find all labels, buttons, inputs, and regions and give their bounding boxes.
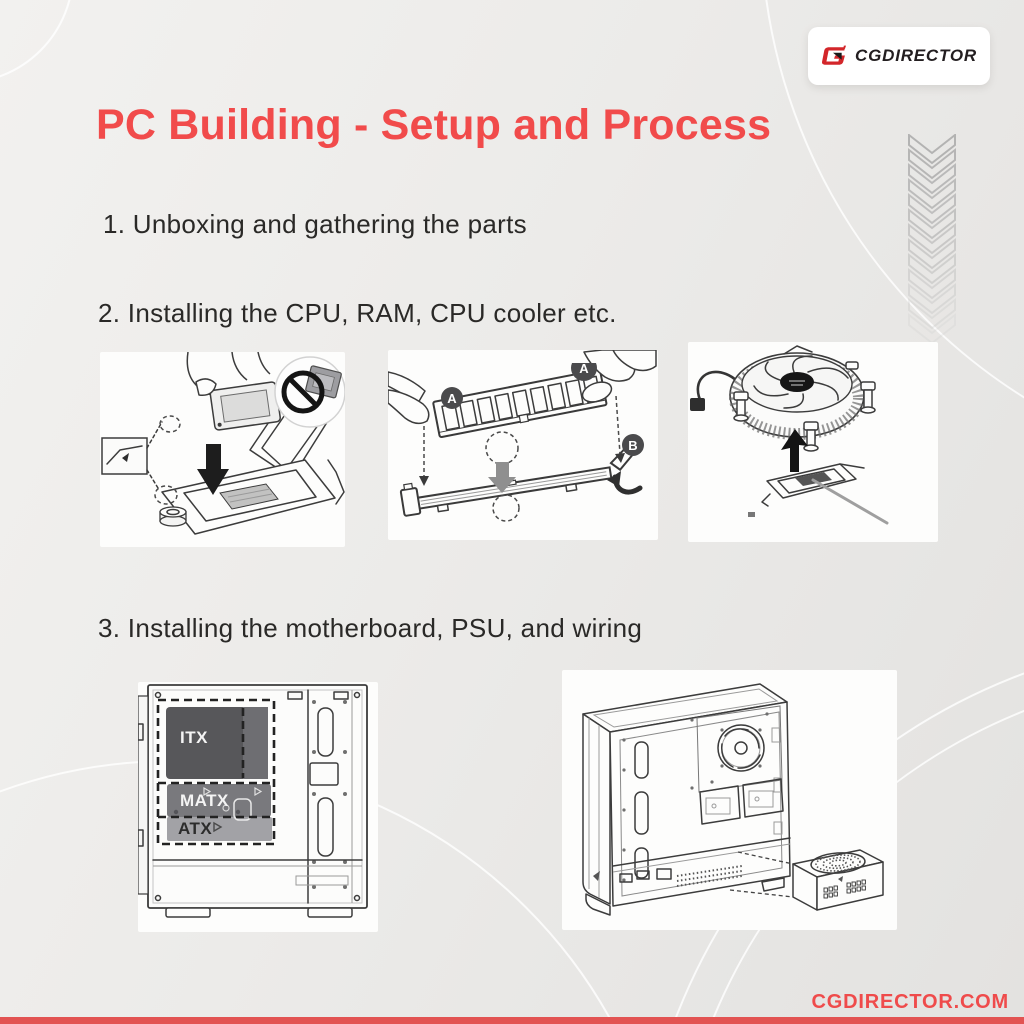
- page-title: PC Building - Setup and Process: [96, 101, 772, 149]
- footer-accent-bar: [0, 1017, 1024, 1024]
- step-item-2: 2. Installing the CPU, RAM, CPU cooler e…: [98, 298, 617, 328]
- brand-logo: CGDIRECTOR: [808, 27, 990, 85]
- step-item-1: 1. Unboxing and gathering the parts: [103, 209, 527, 239]
- cpu-cooler-installation-diagram: [688, 342, 938, 542]
- step-item-3: 3. Installing the motherboard, PSU, and …: [98, 613, 643, 643]
- ram-step-a-badge: A: [441, 387, 463, 409]
- background-circle: [0, 0, 74, 84]
- cgdirector-g-icon: [821, 45, 847, 65]
- mobo-size-label-matx: MATX: [180, 791, 229, 810]
- mobo-size-label-atx: ATX: [178, 819, 213, 838]
- footer-website: CGDIRECTOR.COM: [811, 991, 1009, 1013]
- case-psu-installation-diagram: [562, 670, 897, 930]
- ram-step-b-badge: B: [622, 434, 644, 456]
- mobo-size-label-itx: ITX: [180, 728, 208, 747]
- chevron-stack-decoration: [908, 134, 956, 344]
- ram-step-a-badge: A: [571, 363, 597, 381]
- ram-installation-diagram: A A B: [388, 350, 658, 540]
- brand-name: CGDIRECTOR: [855, 46, 977, 65]
- cpu-installation-diagram: [100, 352, 345, 547]
- case-motherboard-sizes-diagram: ITX MATX ATX: [138, 682, 378, 932]
